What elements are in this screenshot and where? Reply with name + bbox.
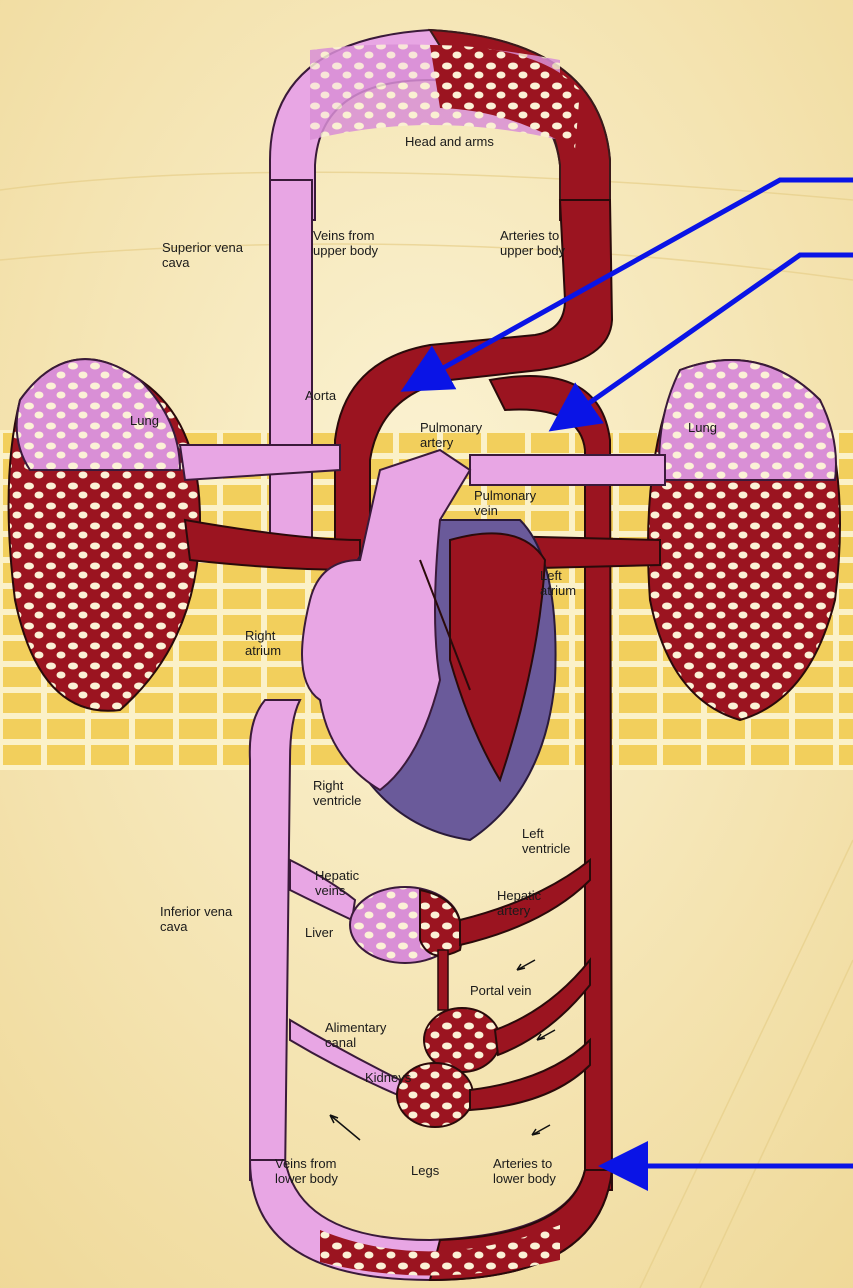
label-liver: Liver — [305, 925, 334, 940]
portal-vein-vessel — [438, 950, 448, 1010]
label-portal-vein: Portal vein — [470, 983, 531, 998]
label-aorta: Aorta — [305, 388, 337, 403]
superior-vena-cava-vessel — [270, 180, 312, 560]
label-lung-right: Lung — [688, 420, 717, 435]
label-kidneys: Kidneys — [365, 1070, 412, 1085]
label-head-and-arms: Head and arms — [405, 134, 494, 149]
label-legs: Legs — [411, 1163, 440, 1178]
label-lung-left: Lung — [130, 413, 159, 428]
